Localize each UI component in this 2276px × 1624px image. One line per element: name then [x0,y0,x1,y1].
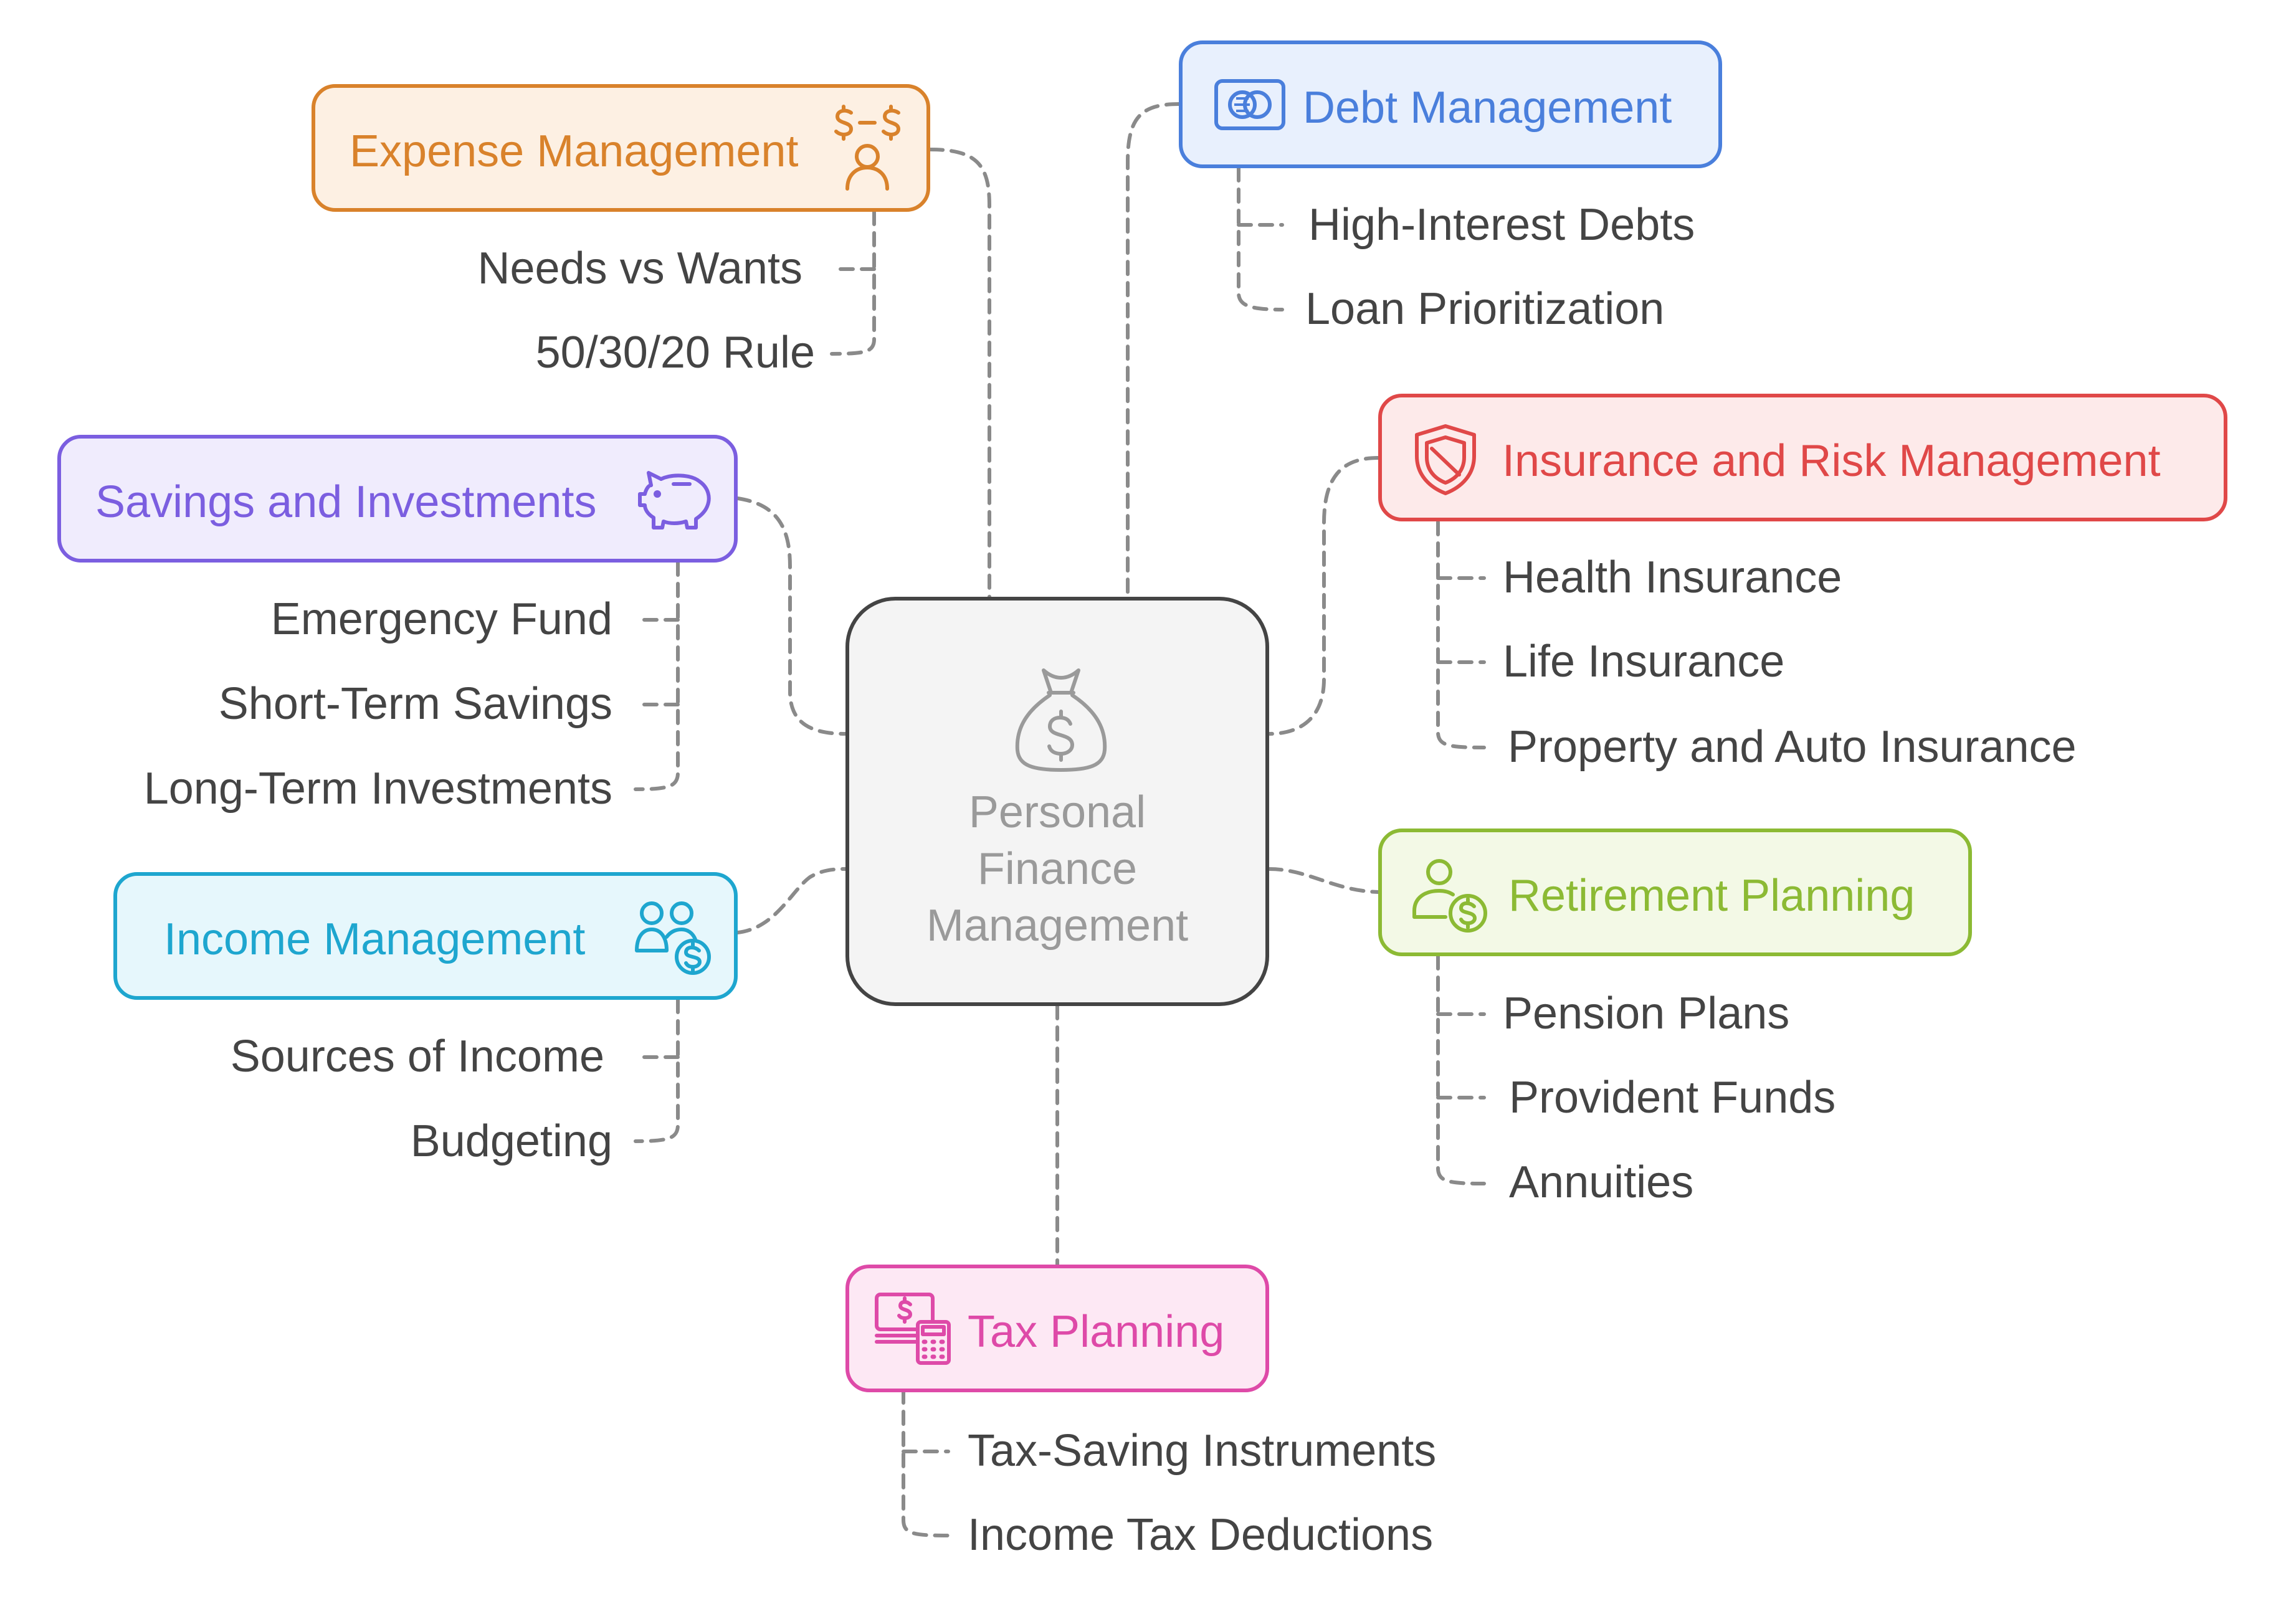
insurance-risk-box[interactable]: Insurance and Risk Management [1378,394,2227,521]
retirement-planning-title: Retirement Planning [1508,871,1915,921]
center-line-1: Personal [968,787,1146,837]
cash-calculator-icon [874,1292,951,1365]
connector-insurance [1267,456,1380,736]
connector-debt [1126,102,1181,599]
expense-management-title: Expense Management [350,126,799,176]
leaf-sources-of-income: Sources of Income [230,1032,604,1081]
central-topic: Personal Finance Management [845,597,1269,1006]
leaf-short-term-savings: Short-Term Savings [218,679,612,729]
connector-savings [736,496,847,736]
connector-expense [928,148,991,599]
leaf-life-insurance: Life Insurance [1503,637,1785,686]
leaf-health-insurance: Health Insurance [1503,553,1842,602]
income-management-box[interactable]: Income Management [113,872,738,1000]
connector-retirement [1267,867,1380,894]
leaf-needs-vs-wants: Needs vs Wants [477,244,802,293]
retirement-planning-box[interactable]: Retirement Planning [1378,829,1972,956]
leaf-income-tax-deductions: Income Tax Deductions [968,1510,1434,1560]
center-line-3: Management [926,901,1189,951]
shield-icon [1413,424,1478,496]
leaf-budgeting: Budgeting [410,1116,612,1166]
leaf-long-term-investments: Long-Term Investments [143,764,612,814]
income-management-title: Income Management [164,914,586,964]
connector-income [736,867,847,934]
currency-person-icon [832,105,907,192]
credit-card-icon [1214,78,1286,131]
debt-management-box[interactable]: Debt Management [1179,40,1722,168]
tax-planning-box[interactable]: Tax Planning [845,1265,1269,1392]
center-line-2: Finance [977,844,1138,894]
leaf-pension-plans: Pension Plans [1503,989,1790,1038]
leaf-provident-funds: Provident Funds [1509,1073,1836,1123]
leaf-high-interest-debts: High-Interest Debts [1308,200,1695,250]
debt-management-title: Debt Management [1303,83,1672,133]
insurance-risk-title: Insurance and Risk Management [1502,436,2161,486]
people-dollar-icon [634,900,714,978]
leaf-50-30-20-rule: 50/30/20 Rule [535,328,815,378]
central-topic-label: Personal Finance Management [849,784,1265,954]
person-dollar-icon [1412,857,1489,934]
leaf-property-auto-insurance: Property and Auto Insurance [1508,722,2077,772]
leaf-loan-prioritization: Loan Prioritization [1305,284,1665,334]
savings-investments-title: Savings and Investments [95,477,597,527]
savings-investments-box[interactable]: Savings and Investments [57,435,738,563]
money-bag-icon [1011,663,1111,778]
piggy-bank-icon [637,467,715,531]
leaf-annuities: Annuities [1509,1157,1694,1207]
leaf-tax-saving-instruments: Tax-Saving Instruments [968,1426,1437,1476]
leaf-emergency-fund: Emergency Fund [270,594,612,644]
tax-planning-title: Tax Planning [968,1307,1225,1357]
expense-management-box[interactable]: Expense Management [312,84,930,212]
